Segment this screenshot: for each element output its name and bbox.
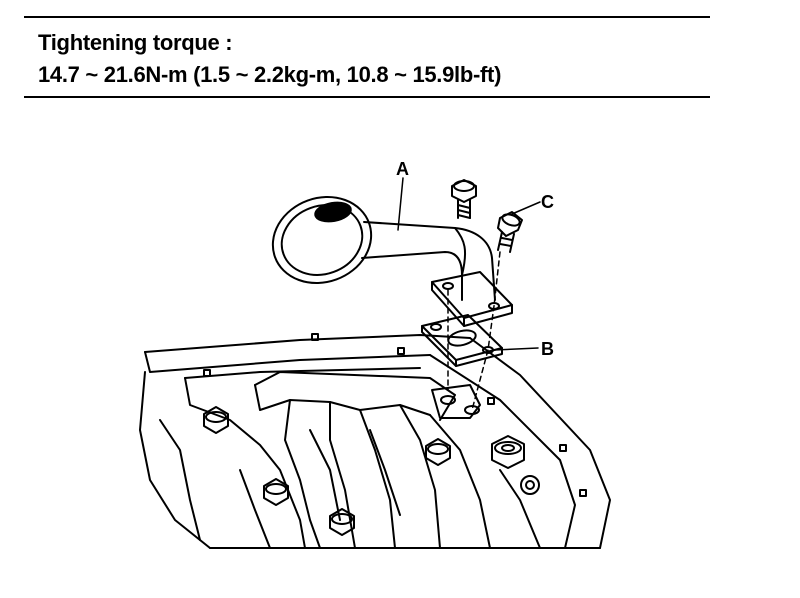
oil-screen-diagram: A C B bbox=[139, 159, 611, 549]
engine-block bbox=[139, 333, 611, 549]
screen-bolt-c bbox=[497, 211, 523, 253]
mounting-boss bbox=[431, 384, 481, 419]
torque-spec-box: Tightening torque : 14.7 ~ 21.6N-m (1.5 … bbox=[24, 16, 710, 100]
oil-screen bbox=[271, 195, 513, 327]
bottom-rule bbox=[24, 96, 710, 98]
block-bolts bbox=[203, 406, 540, 536]
callout-label-b: B bbox=[541, 339, 554, 359]
callout-label-a: A bbox=[396, 159, 409, 179]
assembly-guide-lines bbox=[447, 251, 501, 411]
callout-leaders bbox=[397, 177, 541, 351]
top-rule bbox=[24, 16, 710, 18]
torque-spec-title: Tightening torque : bbox=[38, 30, 233, 55]
screen-bolt-upper bbox=[451, 179, 477, 219]
callout-label-c: C bbox=[541, 192, 554, 212]
torque-spec-value: 14.7 ~ 21.6N-m (1.5 ~ 2.2kg-m, 10.8 ~ 15… bbox=[38, 62, 502, 87]
gasket bbox=[421, 314, 503, 367]
